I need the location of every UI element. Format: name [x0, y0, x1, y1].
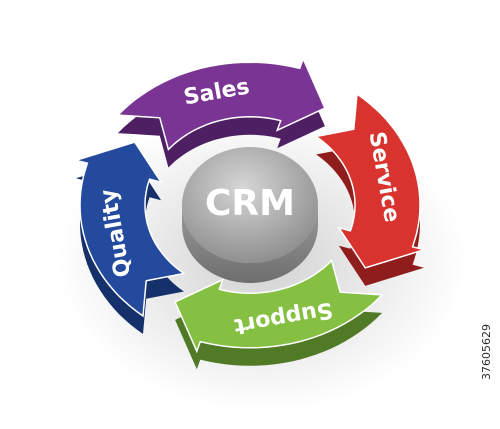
- segment-sales: Sales: [116, 56, 326, 151]
- segment-service: Service: [314, 92, 427, 269]
- segment-quality: Quality: [73, 141, 186, 318]
- arrow-right-icon: [116, 56, 326, 151]
- center-label: CRM: [205, 183, 295, 224]
- arrow-up-icon: [73, 141, 186, 318]
- arrow-left-icon: [174, 259, 384, 354]
- hub-top: [182, 147, 318, 263]
- crm-hub: CRM: [182, 147, 318, 283]
- hub-side-wall: [182, 205, 318, 283]
- stock-id-label: 37605629: [480, 324, 493, 380]
- arrow-down-icon: [314, 92, 427, 269]
- segment-support: Support: [174, 259, 384, 354]
